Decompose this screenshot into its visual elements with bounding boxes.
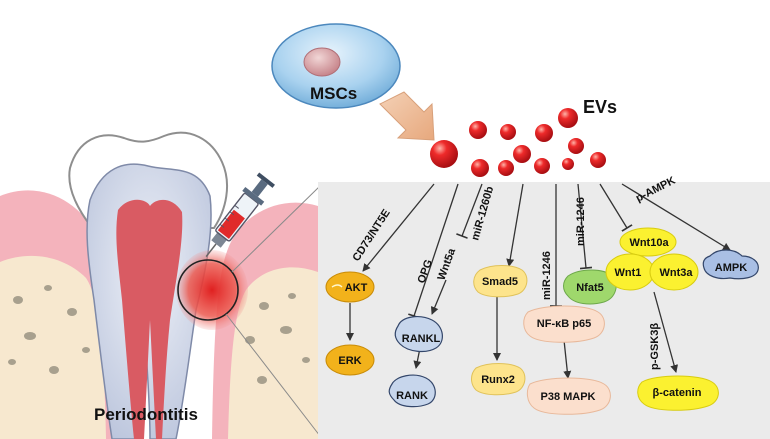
msc-label: MSCs <box>310 84 357 103</box>
svg-text:RANKL: RANKL <box>402 333 441 345</box>
pathway-edges <box>346 183 731 379</box>
vesicle <box>469 121 487 139</box>
vesicle <box>430 140 458 168</box>
node-erk: ERK <box>325 344 375 376</box>
disease-label: Periodontitis <box>94 405 198 424</box>
tooth-pulp <box>116 199 183 439</box>
vesicle <box>500 124 516 140</box>
node-bcatenin: β-catenin <box>637 375 719 411</box>
svg-text:Smad5: Smad5 <box>482 276 518 288</box>
node-ampk: AMPK <box>702 249 759 280</box>
node-runx2: Runx2 <box>471 363 526 396</box>
svg-text:ERK: ERK <box>338 355 361 367</box>
node-wnt10a: Wnt10a <box>629 237 669 249</box>
node-wnt1: Wnt1 <box>615 267 642 279</box>
edge-evs-wnt10a <box>599 183 633 232</box>
node-wnt-cluster: Wnt10a Wnt1 Wnt3a <box>605 227 699 291</box>
svg-text:RANK: RANK <box>396 390 428 402</box>
vesicle <box>558 108 578 128</box>
edge-wnt-bcatenin <box>653 291 679 373</box>
vesicle <box>498 160 514 176</box>
tooth-illustration: Periodontitis <box>0 131 321 439</box>
vesicle <box>568 138 584 154</box>
node-nfat5: Nfat5 <box>563 269 617 305</box>
svg-text:NF-κB p65: NF-κB p65 <box>537 318 591 330</box>
edge-mir1246-nfat5 <box>577 183 593 270</box>
zoom-circle <box>177 259 239 321</box>
edge-cd73-akt <box>362 183 435 272</box>
bone-right <box>228 267 318 439</box>
evs-label: EVs <box>583 97 617 117</box>
node-akt: AKT <box>325 271 375 303</box>
vesicle <box>534 158 550 174</box>
edge-opg-rankl <box>408 183 459 319</box>
node-wnt3a: Wnt3a <box>660 267 694 279</box>
inflammation-site <box>176 250 248 330</box>
release-arrow <box>379 91 435 141</box>
edge-evs-smad5 <box>506 183 524 267</box>
vesicle <box>535 124 553 142</box>
msc-nucleus <box>303 47 341 77</box>
node-p38: P38 MAPK <box>526 377 611 415</box>
svg-text:Runx2: Runx2 <box>481 374 515 386</box>
node-smad5: Smad5 <box>473 265 528 298</box>
svg-text:AMPK: AMPK <box>715 262 747 274</box>
vesicle <box>562 158 574 170</box>
svg-text:P38 MAPK: P38 MAPK <box>540 391 595 403</box>
vesicle <box>513 145 531 163</box>
edge-nfkb-p38 <box>563 339 572 379</box>
msc-cell: MSCs <box>271 23 401 109</box>
svg-text:Nfat5: Nfat5 <box>576 282 604 294</box>
svg-text:β-catenin: β-catenin <box>653 387 702 399</box>
vesicle <box>590 152 606 168</box>
vesicle <box>471 159 489 177</box>
edge-mir1260b-wnt5a <box>456 183 483 239</box>
vesicle-cluster <box>430 108 606 177</box>
label-mir1246b: miR-1246 <box>575 197 587 246</box>
zoom-line-top <box>231 185 321 273</box>
edge-pampk-ampk <box>621 183 731 251</box>
syringe-icon <box>205 172 275 258</box>
node-rankl: RANKL <box>394 316 443 353</box>
node-rank: RANK <box>388 374 436 408</box>
svg-text:AKT: AKT <box>345 282 368 294</box>
label-pgsk3b: p-GSK3β <box>649 323 661 370</box>
zoom-line-bottom <box>225 313 321 437</box>
edge-wnt5a-rankl <box>430 279 447 315</box>
node-nfkb: NF-κB p65 <box>523 305 605 343</box>
bone-left <box>0 255 106 439</box>
label-mir1246a: miR-1246 <box>541 251 553 300</box>
pathway-nodes: AKT ERK RANKL RANK Smad5 Runx2 N <box>325 227 759 415</box>
